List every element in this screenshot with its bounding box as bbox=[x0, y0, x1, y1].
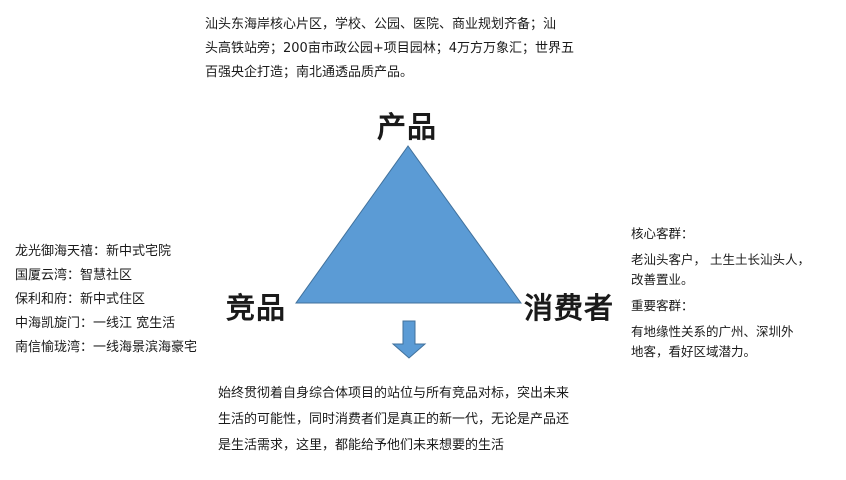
consumer-group-line: 地客，看好区域潜力。 bbox=[631, 344, 757, 359]
consumer-group-line: 老汕头客户， 土生土长汕头人， bbox=[631, 252, 810, 267]
conclusion-line: 生活的可能性，同时消费者们是真正的新一代，无论是产品还 bbox=[218, 412, 570, 427]
conclusion-line: 始终贯彻着自身综合体项目的站位与所有竞品对标，突出未来 bbox=[218, 386, 570, 401]
consumer-groups: 核心客群： 老汕头客户， 土生土长汕头人， 改善置业。 重要客群： 有地缘性关系… bbox=[631, 224, 841, 368]
consumer-group-core: 核心客群： 老汕头客户， 土生土长汕头人， 改善置业。 bbox=[631, 224, 841, 290]
triangle-shape bbox=[295, 145, 522, 304]
competitor-item: 国厦云湾：智慧社区 bbox=[15, 268, 133, 283]
competitor-item: 南信愉珑湾：一线海景滨海豪宅 bbox=[15, 340, 198, 355]
conclusion-text: 始终贯彻着自身综合体项目的站位与所有竞品对标，突出未来 生活的可能性，同时消费者… bbox=[218, 381, 638, 459]
consumer-group-important: 重要客群： 有地缘性关系的广州、深圳外 地客，看好区域潜力。 bbox=[631, 296, 841, 362]
consumer-group-title: 核心客群： bbox=[631, 226, 694, 241]
product-desc-line: 百强央企打造；南北通透品质产品。 bbox=[205, 65, 414, 80]
competitor-item: 龙光御海天禧：新中式宅院 bbox=[15, 244, 172, 259]
competitor-item: 保利和府：新中式住区 bbox=[15, 292, 146, 307]
down-arrow-icon bbox=[391, 320, 427, 359]
competitor-item: 中海凯旋门：一线江 宽生活 bbox=[15, 316, 176, 331]
vertex-label-consumer: 消费者 bbox=[524, 291, 615, 325]
product-desc-line: 汕头东海岸核心片区，学校、公园、医院、商业规划齐备；汕 bbox=[205, 17, 557, 32]
consumer-group-title: 重要客群： bbox=[631, 298, 694, 313]
vertex-label-product: 产品 bbox=[377, 110, 438, 144]
consumer-group-line: 有地缘性关系的广州、深圳外 bbox=[631, 324, 794, 339]
conclusion-line: 是生活需求，这里，都能给予他们未来想要的生活 bbox=[218, 438, 505, 453]
product-desc-line: 头高铁站旁；200亩市政公园+项目园林；4万方万象汇；世界五 bbox=[205, 41, 574, 56]
consumer-group-line: 改善置业。 bbox=[631, 272, 694, 287]
competitor-list: 龙光御海天禧：新中式宅院 国厦云湾：智慧社区 保利和府：新中式住区 中海凯旋门：… bbox=[15, 240, 235, 360]
vertex-label-competitors: 竞品 bbox=[226, 291, 287, 325]
product-description: 汕头东海岸核心片区，学校、公园、医院、商业规划齐备；汕 头高铁站旁；200亩市政… bbox=[205, 13, 625, 85]
